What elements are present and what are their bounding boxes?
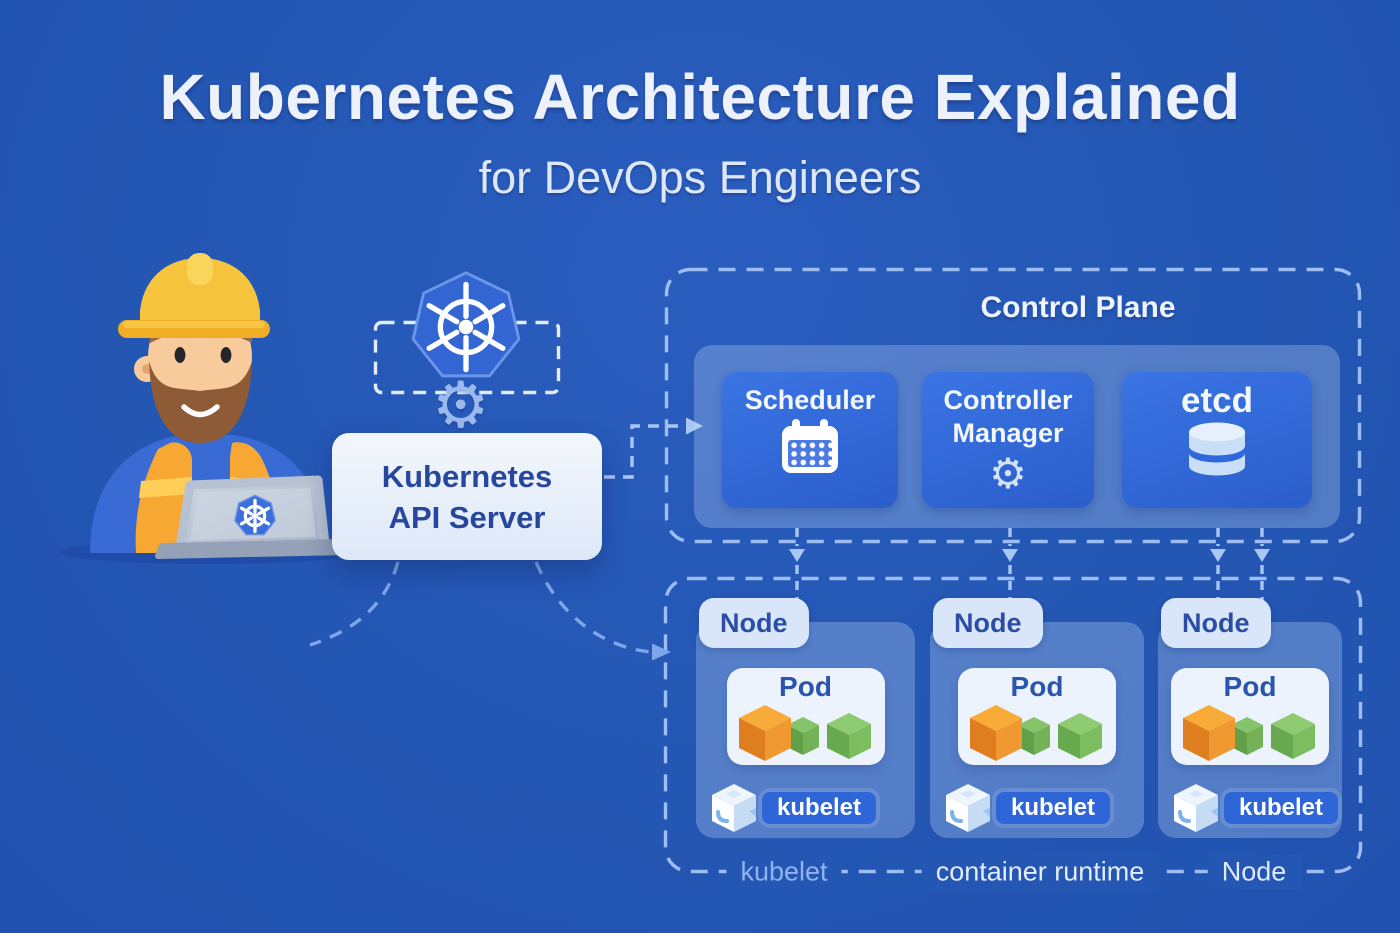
scheduler-label: Scheduler [744,385,876,415]
api-server-box: Kubernetes API Server [332,433,602,560]
calendar-icon [782,419,838,473]
api-server-label-line1: Kubernetes [381,458,553,494]
arrow-down-icons [789,549,1270,562]
pod-label: Pod [779,671,832,702]
legend-container-runtime: container runtime [921,854,1159,890]
api-to-nodes-connector [534,561,671,661]
eye-right [220,347,232,363]
gear-icon: ⚙ [432,369,490,443]
kubelet-badge: kubelet [996,792,1111,824]
node-label: Node [699,598,809,648]
container-cubes-icon [970,705,1102,761]
pod-box: Pod [726,668,885,765]
control-plane-dashed-frame [664,267,1362,544]
gear-icon: ⚙ [989,449,1027,498]
kubernetes-logo-icon [411,271,521,378]
pod-label: Pod [1223,671,1277,702]
kubelet-row: kubelet [1172,782,1339,834]
api-server-label-line2: API Server [388,499,546,535]
legend-node: Node [1207,854,1301,890]
container-cubes-icon [738,705,871,761]
laptop [155,475,349,559]
node-card: Node Pod kubelet [1158,598,1342,838]
api-to-control-plane-connector [604,417,703,479]
node-label: Node [1161,598,1271,648]
legend-kubelet: kubelet [726,854,842,890]
etcd-box: etcd [1122,372,1312,508]
control-plane-to-node-links [795,528,1264,604]
pod-label: Pod [1010,671,1064,702]
pod-box: Pod [1171,668,1329,765]
devops-engineer-illustration [60,253,360,564]
control-plane-panel: Scheduler Controller Manager ⚙ etcd [694,345,1340,528]
beard [149,361,252,443]
laptop-base [155,539,349,559]
scheduler-box: Scheduler [722,372,898,508]
etcd-label: etcd [1181,381,1253,420]
kubelet-row: kubelet [710,782,877,834]
page-subtitle: for DevOps Engineers [478,152,922,203]
node-card: Node Pod kubelet [696,598,915,838]
hard-hat [118,253,270,338]
arrow-right-icon [686,417,703,435]
node-label: Node [933,598,1043,648]
page-title: Kubernetes Architecture Explained [159,61,1241,133]
mouth [181,404,220,418]
kubelet-cube-icon [712,784,756,832]
pod-box: Pod [958,668,1116,765]
laptop-kubernetes-logo-icon [234,494,276,536]
database-icon [1189,422,1245,476]
arrow-right-icon [652,643,671,661]
controller-manager-box: Controller Manager ⚙ [922,372,1094,508]
kubelet-row: kubelet [944,782,1111,834]
kubelet-cube-icon [1174,784,1218,832]
controller-manager-label: Controller Manager [943,385,1073,448]
eye-left [174,347,186,363]
container-cubes-icon [1183,705,1315,761]
logo-dashed-frame [373,320,561,395]
node-card: Node Pod kubelet [930,598,1144,838]
kubelet-badge: kubelet [762,792,877,824]
control-plane-title: Control Plane [980,291,1176,324]
kubelet-badge: kubelet [1224,792,1339,824]
kubelet-cube-icon [946,784,990,832]
